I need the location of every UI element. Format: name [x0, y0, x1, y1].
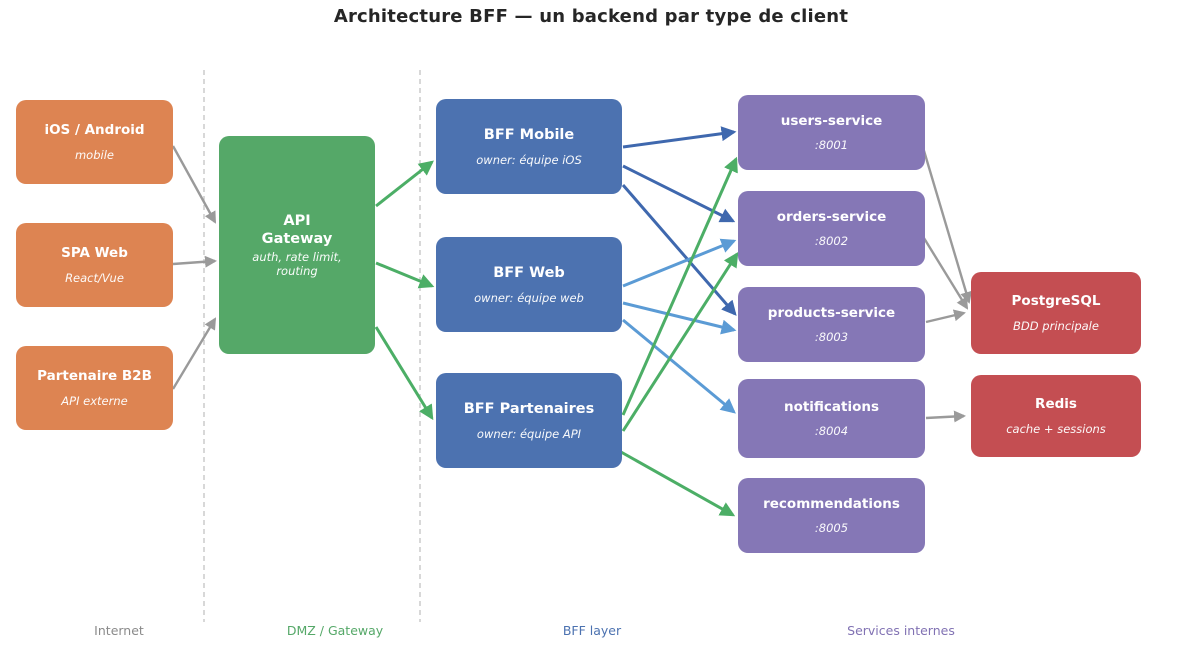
node-subtitle: BDD principale — [1013, 318, 1099, 333]
node-subtitle: API externe — [61, 393, 128, 408]
node-title: Redis — [1035, 396, 1077, 413]
node-subtitle: mobile — [74, 147, 114, 162]
edge-users-service-to-postgresql — [917, 133, 972, 304]
node-client-partenaire-b2b: Partenaire B2B API externe — [16, 346, 173, 430]
edge-orders-service-to-postgresql — [917, 229, 969, 310]
node-title: PostgreSQL — [1011, 293, 1101, 310]
node-title: iOS / Android — [44, 122, 145, 139]
edge-api-gateway-to-bff-mobile — [375, 160, 434, 208]
node-port: :8005 — [814, 520, 849, 535]
node-subtitle: cache + sessions — [1006, 421, 1106, 436]
edge-bff-mobile-to-products-service — [621, 184, 737, 316]
node-port: :8002 — [814, 233, 849, 248]
edge-products-service-to-postgresql — [925, 309, 966, 324]
zone-label-bff-layer: BFF layer — [562, 623, 622, 638]
edge-api-gateway-to-bff-partenaires — [374, 326, 434, 421]
zone-label-internet: Internet — [94, 623, 144, 638]
node-client-spa-web: SPA Web React/Vue — [16, 223, 173, 307]
edge-bff-web-to-notifications — [622, 318, 736, 414]
node-title: recommendations — [763, 496, 900, 513]
node-notifications: notifications :8004 — [738, 379, 925, 458]
edge-api-gateway-to-bff-web — [375, 261, 435, 289]
node-recommendations: recommendations :8005 — [738, 478, 925, 553]
node-title: API Gateway — [261, 212, 333, 247]
node-subtitle: owner: équipe web — [474, 291, 584, 306]
node-api-gateway: API Gateway auth, rate limit, routing — [219, 136, 375, 354]
node-subtitle: auth, rate limit, routing — [252, 250, 342, 279]
node-postgresql: PostgreSQL BDD principale — [971, 272, 1141, 354]
node-title: BFF Web — [493, 264, 565, 281]
node-bff-mobile: BFF Mobile owner: équipe iOS — [436, 99, 622, 194]
zone-label-dmz-gateway: DMZ / Gateway — [286, 623, 384, 638]
node-products-service: products-service :8003 — [738, 287, 925, 362]
node-port: :8001 — [814, 137, 849, 152]
edge-bff-partenaires-to-orders-service — [621, 251, 739, 432]
node-title: notifications — [783, 399, 880, 416]
edge-bff-web-to-orders-service — [622, 238, 737, 288]
node-subtitle: owner: équipe API — [476, 427, 582, 442]
node-title: users-service — [780, 113, 883, 130]
node-subtitle: React/Vue — [65, 270, 124, 285]
edge-notifications-to-redis — [925, 410, 966, 423]
edge-client-partenaire-b2b-to-api-gateway — [171, 317, 217, 390]
node-title: products-service — [767, 305, 896, 322]
node-bff-partenaires: BFF Partenaires owner: équipe API — [436, 373, 622, 468]
zone-label-services-internes: Services internes — [847, 623, 955, 638]
edge-bff-web-to-products-service — [622, 301, 737, 335]
page-title: Architecture BFF — un backend par type d… — [333, 6, 849, 27]
node-redis: Redis cache + sessions — [971, 375, 1141, 457]
node-users-service: users-service :8001 — [738, 95, 925, 170]
node-bff-web: BFF Web owner: équipe web — [436, 237, 622, 332]
node-title: BFF Mobile — [483, 126, 575, 143]
edge-client-spa-web-to-api-gateway — [172, 255, 217, 268]
node-title: orders-service — [776, 209, 887, 226]
node-title: BFF Partenaires — [463, 400, 595, 417]
edge-client-ios-android-to-api-gateway — [171, 145, 217, 224]
edge-bff-mobile-to-users-service — [622, 126, 737, 149]
edge-bff-mobile-to-orders-service — [622, 164, 736, 223]
node-title: SPA Web — [61, 245, 128, 262]
node-title: Partenaire B2B — [37, 368, 152, 385]
node-subtitle: owner: équipe iOS — [476, 153, 582, 168]
node-orders-service: orders-service :8002 — [738, 191, 925, 266]
edge-bff-partenaires-to-users-service — [621, 156, 738, 416]
node-port: :8004 — [814, 423, 849, 438]
node-port: :8003 — [814, 329, 849, 344]
edge-bff-partenaires-to-recommendations — [620, 450, 736, 517]
node-client-ios-android: iOS / Android mobile — [16, 100, 173, 184]
